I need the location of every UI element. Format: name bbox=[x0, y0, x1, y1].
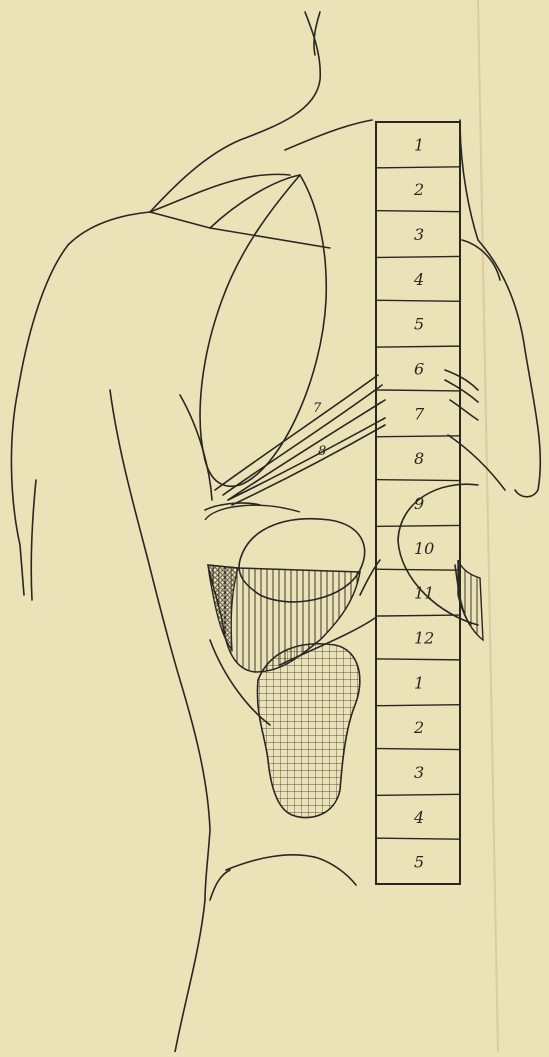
vertebra-divider bbox=[376, 794, 460, 795]
vertebra-divider bbox=[376, 480, 460, 481]
vertebra-divider bbox=[376, 167, 460, 168]
vertebra-divider bbox=[376, 569, 460, 570]
vertebra-divider bbox=[376, 705, 460, 706]
thoracic-vertebra-label: 4 bbox=[413, 270, 424, 289]
thoracic-vertebra-label: 2 bbox=[413, 180, 424, 199]
lumbar-vertebra-label: 3 bbox=[414, 763, 424, 782]
vertebra-divider bbox=[376, 659, 460, 660]
thoracic-vertebra-label: 6 bbox=[414, 360, 424, 379]
thoracic-vertebra-label: 7 bbox=[414, 404, 425, 423]
rib-label-8: 8 bbox=[318, 444, 326, 459]
thoracic-vertebra-label: 10 bbox=[414, 539, 434, 558]
thoracic-vertebra-label: 9 bbox=[414, 494, 424, 513]
thoracic-vertebra-label: 12 bbox=[414, 628, 434, 647]
vertebra-divider bbox=[376, 300, 460, 301]
vertebra-divider bbox=[376, 211, 460, 212]
rib-label-7: 7 bbox=[313, 401, 322, 416]
vertebra-divider bbox=[376, 346, 460, 347]
lumbar-vertebra-label: 4 bbox=[413, 808, 424, 827]
vertebra-divider bbox=[376, 838, 460, 839]
vertebra-divider bbox=[376, 615, 460, 616]
lumbar-vertebra-label: 1 bbox=[414, 673, 424, 692]
thoracic-vertebra-label: 1 bbox=[414, 135, 424, 154]
lumbar-vertebra-label: 2 bbox=[413, 718, 424, 737]
lumbar-vertebra-label: 5 bbox=[414, 853, 424, 872]
vertebra-divider bbox=[376, 749, 460, 750]
vertebra-divider bbox=[376, 256, 460, 257]
thoracic-vertebra-label: 3 bbox=[414, 225, 424, 244]
thoracic-vertebra-label: 11 bbox=[414, 584, 434, 603]
vertebra-divider bbox=[376, 390, 460, 391]
vertebra-divider bbox=[376, 525, 460, 526]
vertebra-divider bbox=[376, 436, 460, 437]
thoracic-vertebra-label: 8 bbox=[414, 449, 424, 468]
thoracic-vertebra-label: 5 bbox=[414, 315, 424, 334]
